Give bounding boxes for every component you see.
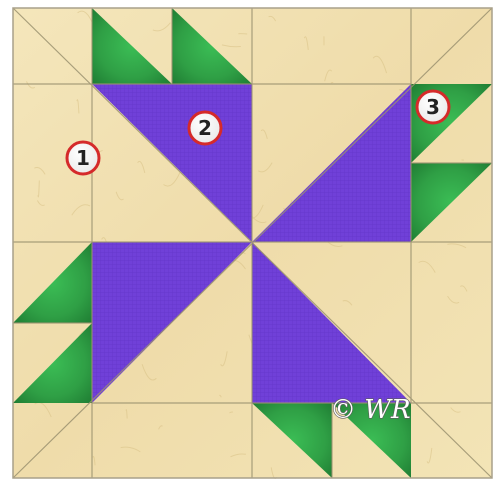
- piece-marker-2: 2: [189, 112, 221, 144]
- marker-label: 1: [76, 146, 90, 170]
- copyright-watermark: © WR: [330, 395, 411, 425]
- piece-marker-1: 1: [67, 142, 99, 174]
- marker-label: 3: [426, 95, 440, 119]
- marker-label: 2: [198, 116, 212, 140]
- piece-marker-3: 3: [417, 91, 449, 123]
